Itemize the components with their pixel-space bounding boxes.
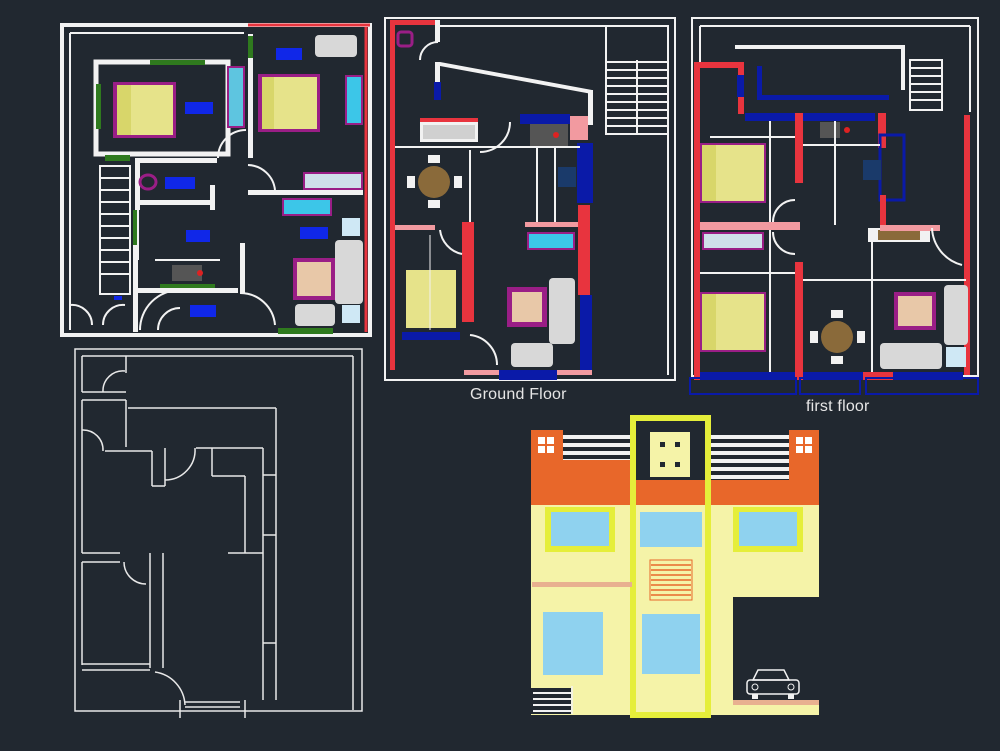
first-floor-label: first floor [806,398,870,415]
outline-floor-plan [74,348,363,718]
ground-floor-label: Ground Floor [470,386,567,403]
second-floor-plan-colored [60,23,372,337]
first-floor-plan [689,17,979,395]
ground-floor-plan [384,17,676,381]
front-elevation [531,415,819,718]
